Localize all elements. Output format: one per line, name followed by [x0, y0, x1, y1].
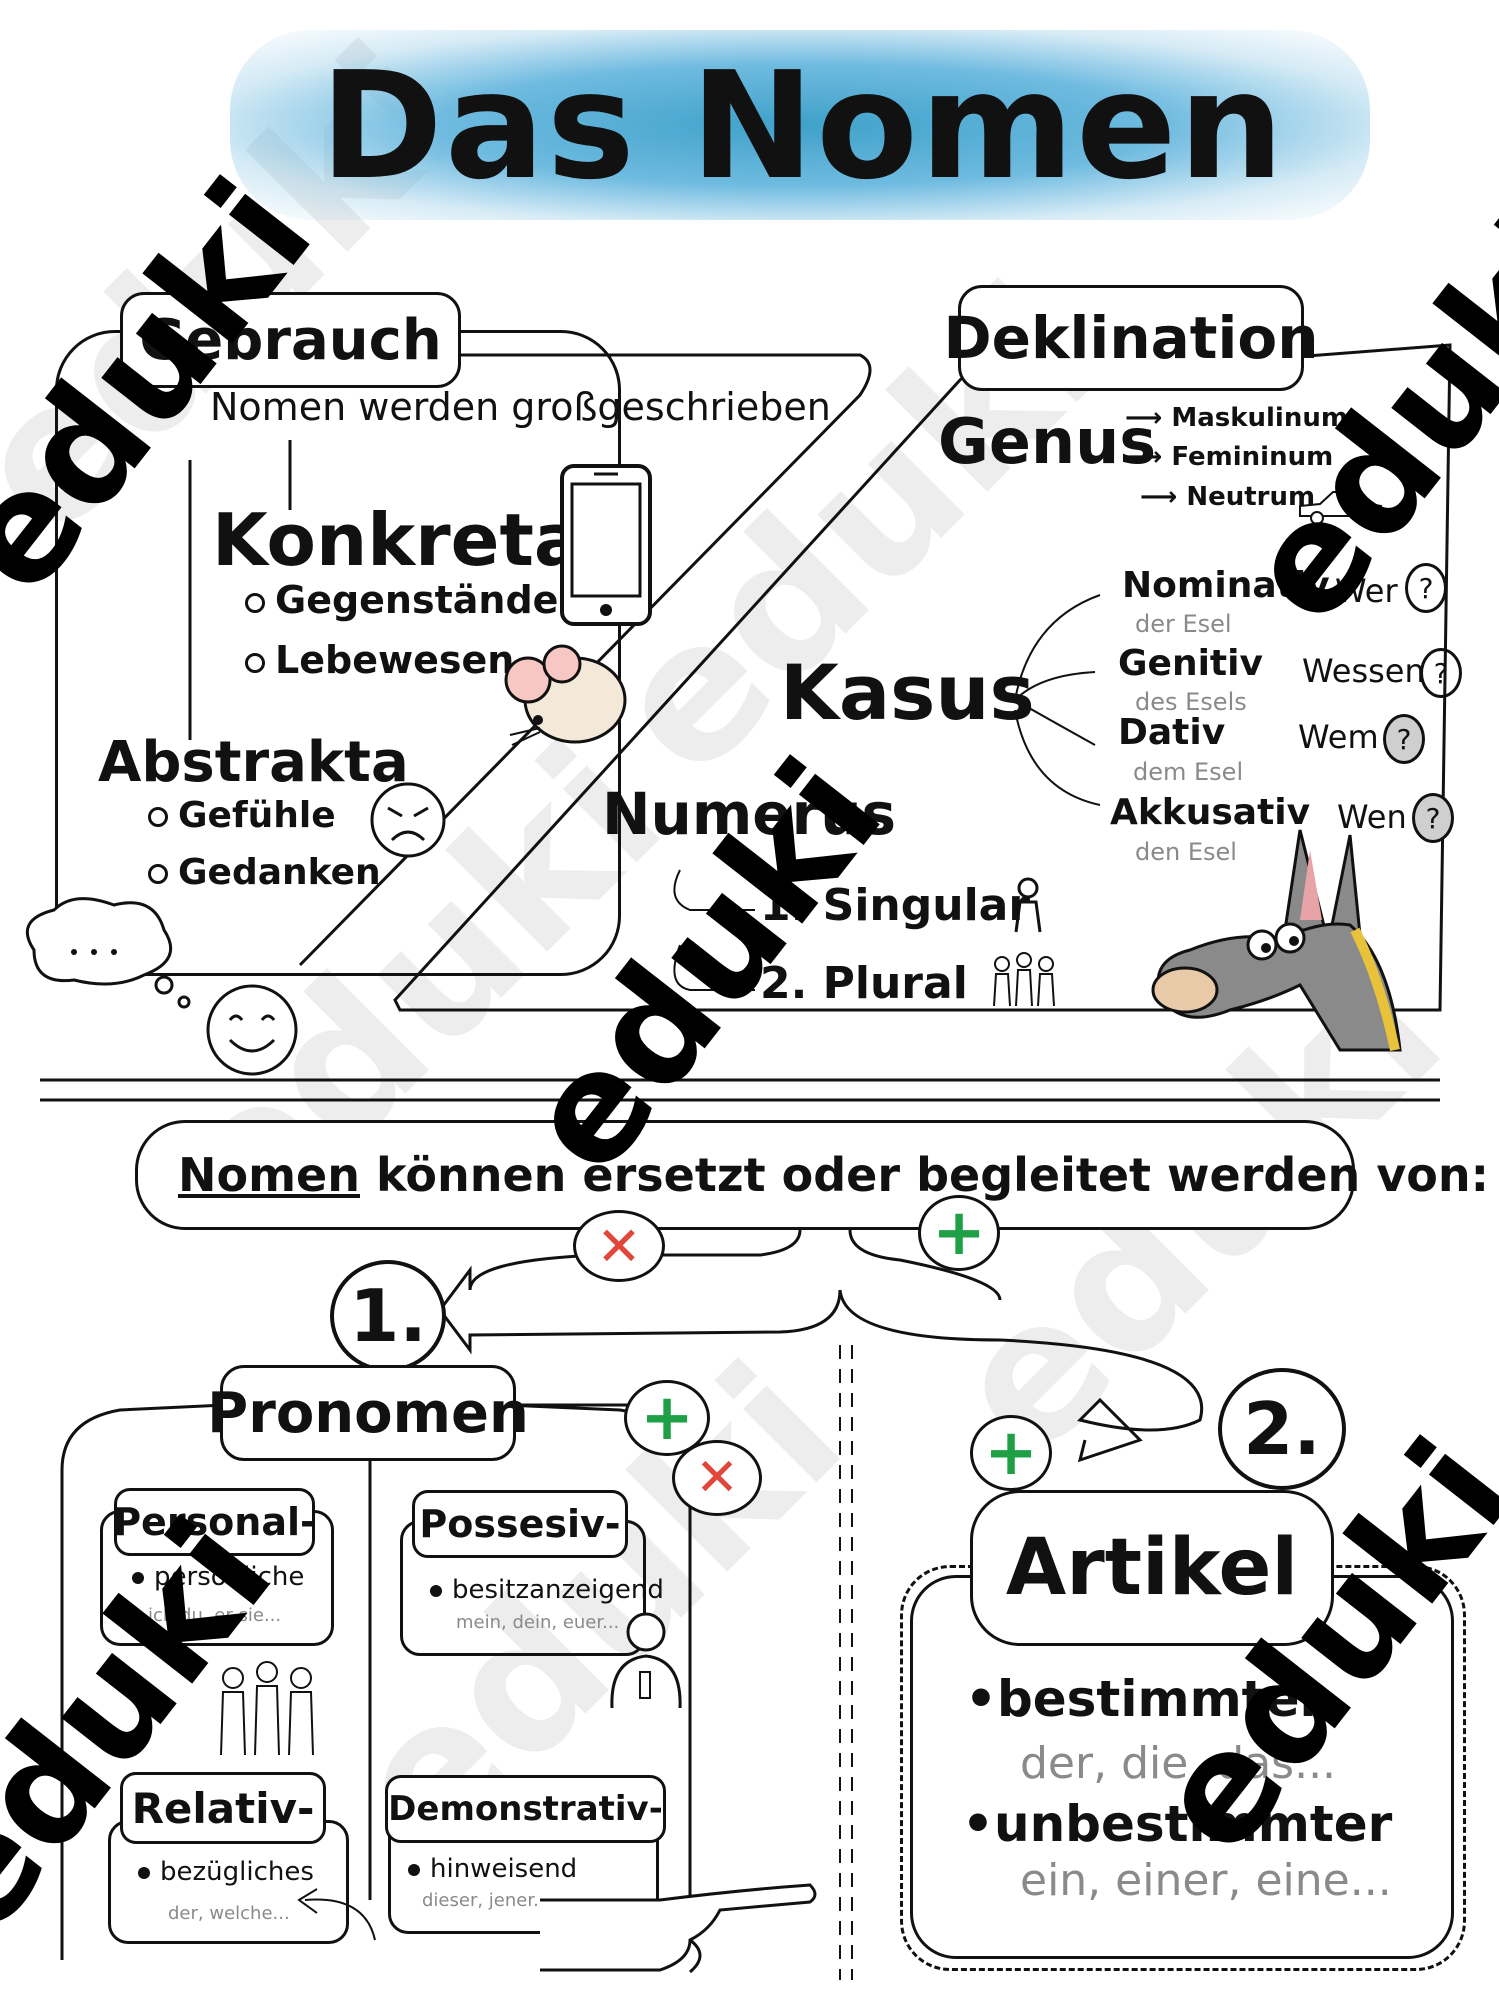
relativ-examples: der, welche... [168, 1903, 290, 1924]
question-icon: ? [1405, 563, 1447, 613]
people-icon [993, 952, 1055, 1007]
mouse-icon [504, 644, 627, 746]
person-bottle-icon [610, 1612, 682, 1709]
cross-icon: ✕ [672, 1440, 762, 1516]
curved-arrow-icon [297, 1888, 376, 1941]
bottom-headline-box: Nomen können ersetzt oder begleitet werd… [135, 1120, 1489, 1230]
konkreta-item: Gegenstände [245, 578, 558, 622]
case-question: Wessen [1302, 652, 1425, 690]
numerus-item: 1. Singular [760, 880, 1031, 931]
abstrakta-item: Gefühle [148, 795, 336, 836]
phone-icon [560, 464, 652, 626]
case-name: Nominativ [1122, 565, 1330, 606]
artikel-item-examples: der, die, das... [1020, 1738, 1337, 1789]
numerus-label: Numerus [602, 780, 897, 848]
artikel-heading: Artikel [970, 1490, 1334, 1646]
person-icon [1014, 877, 1042, 933]
case-question: Wen [1337, 798, 1407, 836]
cross-icon: ✕ [573, 1210, 665, 1282]
numerus-item: 2. Plural [760, 958, 968, 1009]
personal-heading: Personal- [113, 1488, 316, 1556]
genus-item: ⟶ Femininum [1125, 442, 1334, 472]
relativ-desc: bezügliches [138, 1857, 314, 1887]
case-example: des Esels [1135, 688, 1247, 716]
page-title: Das Nomen [320, 40, 1286, 212]
case-example: den Esel [1135, 838, 1237, 866]
konkreta-item: Lebewesen [245, 638, 514, 682]
case-name: Dativ [1118, 712, 1226, 753]
number-two: 2. [1218, 1368, 1346, 1490]
plus-icon: + [918, 1195, 1000, 1271]
pronomen-heading: Pronomen [207, 1365, 529, 1461]
possesiv-desc: besitzanzeigend [430, 1575, 664, 1605]
abstrakta-label: Abstrakta [98, 730, 409, 795]
number-one: 1. [330, 1260, 446, 1372]
question-icon: ? [1420, 648, 1462, 698]
plus-icon: + [970, 1415, 1052, 1491]
case-name: Akkusativ [1110, 792, 1311, 833]
case-example: dem Esel [1133, 758, 1244, 786]
demonstrativ-desc: hinweisend [408, 1854, 577, 1884]
angry-face-icon [370, 782, 446, 858]
thought-bubble-icon [25, 897, 191, 1009]
headline-underlined: Nomen [178, 1148, 360, 1202]
title-brush [230, 30, 1370, 220]
gebrauch-rule: Nomen werden großgeschrieben [210, 385, 831, 429]
case-example: der Esel [1135, 610, 1232, 638]
car-icon [1299, 491, 1382, 525]
personal-examples: ich,du, er,sie... [148, 1605, 282, 1626]
smiley-icon [206, 984, 298, 1076]
question-icon: ? [1383, 714, 1425, 764]
genus-item: ⟶ Maskulinum [1125, 403, 1348, 433]
headline-rest: können ersetzt oder begleitet werden von… [359, 1148, 1490, 1202]
abstrakta-item: Gedanken [148, 852, 381, 893]
konkreta-label: Konkreta [212, 498, 583, 582]
deklination-heading: Deklination [944, 285, 1319, 391]
personal-desc: persönliche [132, 1562, 304, 1592]
pointing-hand-icon [540, 1883, 817, 1974]
case-name: Genitiv [1118, 643, 1263, 684]
artikel-item-name: •bestimmter [965, 1670, 1325, 1728]
plus-icon: + [624, 1380, 710, 1456]
artikel-item-name: •unbestimmter [962, 1795, 1393, 1853]
donkey-icon [1151, 829, 1402, 1052]
gebrauch-heading: Gebrauch [120, 292, 461, 388]
possesiv-heading: Possesiv- [412, 1490, 628, 1558]
question-icon: ? [1412, 793, 1454, 843]
case-question: Wem [1298, 718, 1379, 756]
genus-item: ⟶ Neutrum [1140, 482, 1316, 512]
case-question: Wer [1335, 572, 1398, 610]
genus-label: Genus [938, 405, 1157, 478]
demonstrativ-heading: Demonstrativ- [385, 1775, 666, 1843]
relativ-heading: Relativ- [120, 1772, 326, 1844]
kasus-label: Kasus [780, 648, 1035, 737]
demonstrativ-examples: dieser, jener... [422, 1890, 551, 1911]
artikel-item-examples: ein, einer, eine... [1020, 1855, 1392, 1906]
possesiv-examples: mein, dein, euer... [456, 1612, 620, 1633]
people-group-icon [220, 1661, 314, 1756]
